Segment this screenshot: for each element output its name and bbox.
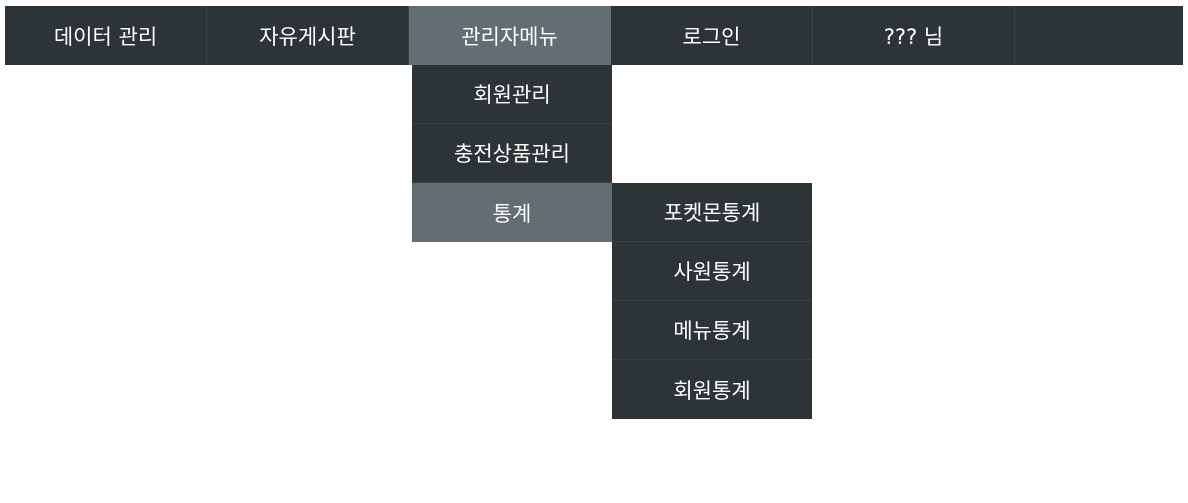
menu-item-member-management[interactable]: 회원관리	[412, 65, 612, 124]
statistics-submenu: 포켓몬통계 사원통계 메뉴통계 회원통계	[612, 183, 812, 419]
submenu-item-menu-stats[interactable]: 메뉴통계	[612, 301, 812, 360]
nav-item-login[interactable]: 로그인	[611, 6, 813, 65]
nav-item-free-board[interactable]: 자유게시판	[207, 6, 409, 65]
top-navbar: 데이터 관리 자유게시판 관리자메뉴 로그인 ??? 님	[5, 6, 1183, 65]
nav-item-data-management[interactable]: 데이터 관리	[5, 6, 207, 65]
submenu-item-pokemon-stats[interactable]: 포켓몬통계	[612, 183, 812, 242]
menu-item-charge-product-management[interactable]: 충전상품관리	[412, 124, 612, 183]
menu-item-statistics[interactable]: 통계	[412, 183, 612, 242]
submenu-item-member-stats[interactable]: 회원통계	[612, 360, 812, 419]
nav-item-user-greeting[interactable]: ??? 님	[813, 6, 1015, 65]
submenu-item-employee-stats[interactable]: 사원통계	[612, 242, 812, 301]
admin-menu-dropdown: 회원관리 충전상품관리 통계	[412, 65, 612, 242]
nav-item-admin-menu[interactable]: 관리자메뉴	[409, 6, 611, 65]
nav-spacer	[1015, 6, 1183, 65]
